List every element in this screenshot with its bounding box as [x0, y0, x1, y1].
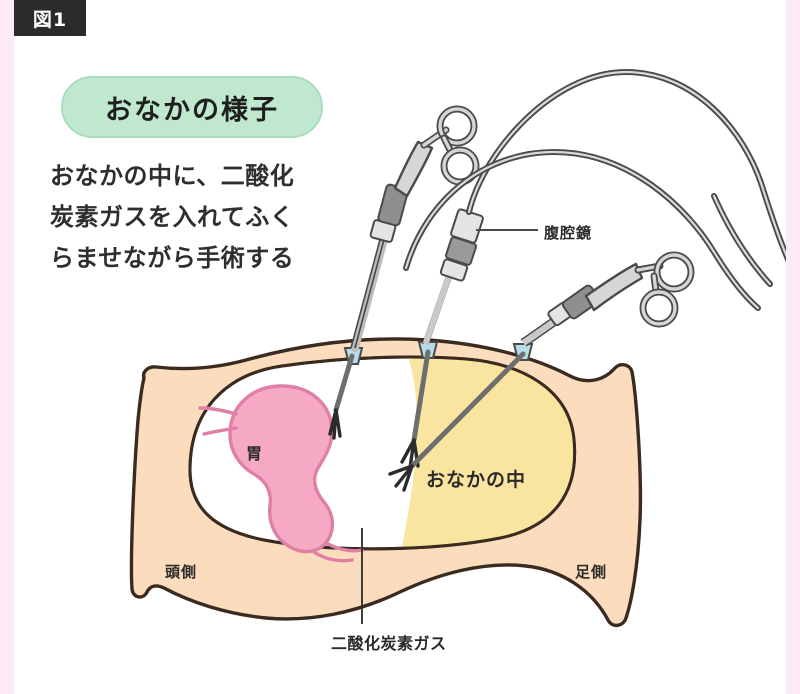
duodenum-lower [312, 550, 354, 563]
laparoscope-cable-tail-a [711, 193, 773, 287]
heading-pill: おなかの様子 [61, 76, 323, 138]
stomach-fold [202, 426, 238, 436]
page-edge-right [786, 0, 800, 694]
head-side-label: 頭側 [165, 563, 198, 581]
laparoscope-label: 腹腔鏡 [544, 224, 593, 242]
laparoscope [400, 68, 786, 470]
laparoscope-inner-shaft [411, 349, 431, 443]
laparoscope-collar-lower [439, 258, 469, 282]
instrument-right [388, 251, 695, 492]
instrument-right-body [584, 262, 644, 312]
figure-number-badge: 図1 [14, 0, 86, 36]
cavity-outline-overlay [188, 355, 577, 551]
description-line-1: おなかの中に、二酸化 [50, 162, 295, 190]
secondary-cable [403, 148, 761, 311]
instrument-left [328, 105, 480, 440]
instrument-right-jaws [388, 464, 414, 492]
instrument-left-body [393, 140, 434, 198]
stomach-label: 胃 [246, 444, 263, 463]
instrument-right-inner-shaft [409, 351, 526, 469]
inside-abdomen-label: おなかの中 [426, 469, 527, 491]
description-line-3: らませながら手術する [50, 244, 295, 272]
carbon-dioxide-gas-label: 二酸化炭素ガス [331, 634, 447, 653]
abdomen-illustration [129, 68, 786, 628]
foot-side-label: 足側 [575, 563, 608, 581]
figure-canvas: 図1 おなかの様子 おなかの中に、二酸化 炭素ガスを入れてふく らませながら手術… [14, 0, 786, 694]
figure-number-text: 図1 [32, 8, 68, 31]
stomach-body [228, 384, 335, 554]
gas-region [400, 357, 575, 549]
stomach-organ [198, 384, 364, 563]
instrument-left-inner-shaft [333, 353, 355, 413]
heading-text: おなかの様子 [105, 94, 279, 126]
description-paragraph: おなかの中に、二酸化 炭素ガスを入れてふく らませながら手術する [50, 156, 380, 279]
page-edge-left [0, 0, 14, 694]
instrument-left-jaws [328, 408, 342, 440]
gas-fill [400, 357, 575, 549]
esophagus [198, 406, 238, 416]
description-line-2: 炭素ガスを入れてふく [50, 203, 295, 231]
duodenum [326, 542, 364, 553]
